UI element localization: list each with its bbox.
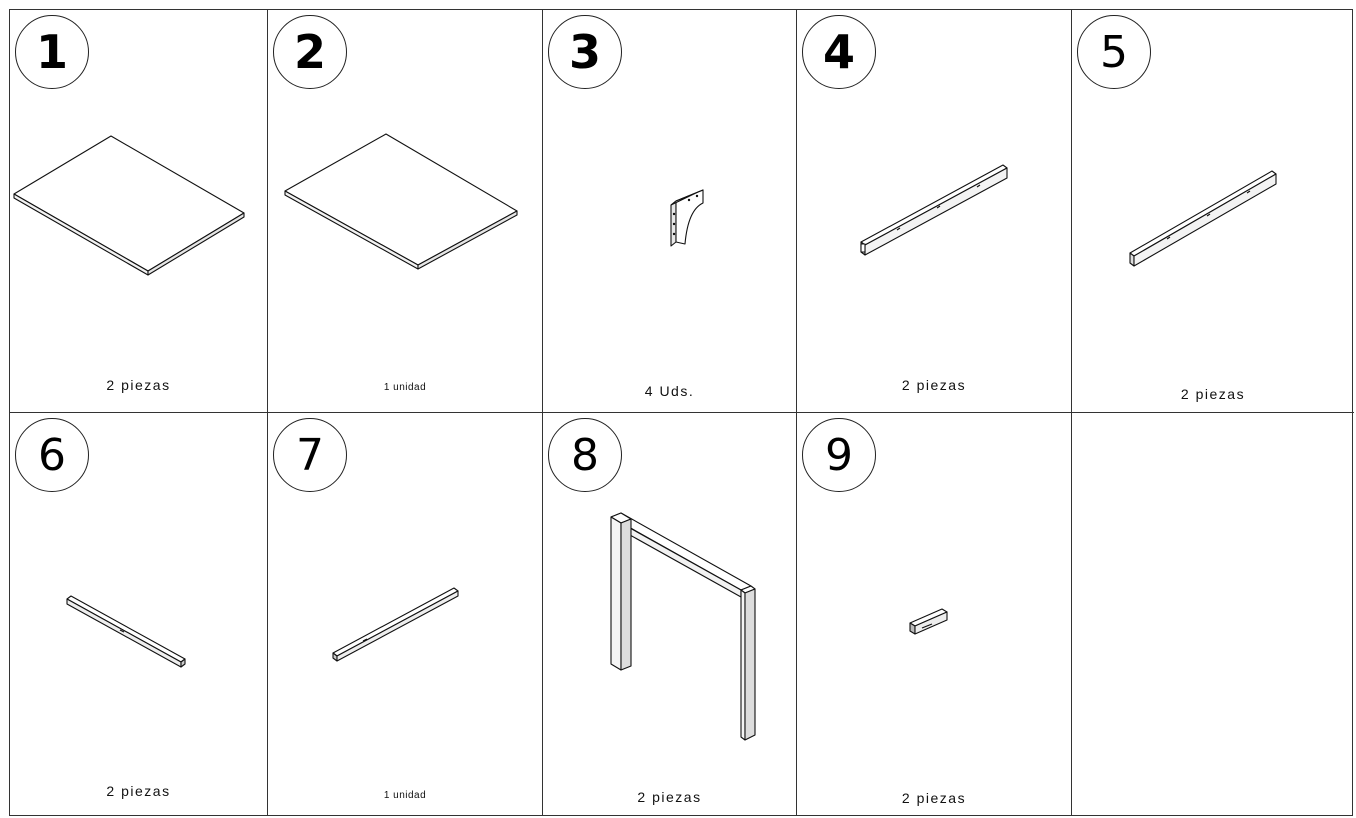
part-quantity-label: 1 unidad bbox=[383, 382, 427, 393]
part-cell-4: 4 2 piezas bbox=[797, 10, 1072, 413]
part-cell-3: 3 4 Uds. bbox=[543, 10, 797, 413]
corner-bracket-icon bbox=[670, 189, 704, 247]
part-number-badge: 9 bbox=[802, 418, 876, 492]
part-quantity-label: 1 unidad bbox=[383, 790, 427, 801]
part-number-badge: 1 bbox=[15, 15, 89, 89]
square-tube-beam-icon bbox=[1129, 170, 1277, 267]
part-cell-9: 9 2 piezas bbox=[797, 413, 1072, 816]
part-number-badge: 4 bbox=[802, 15, 876, 89]
part-quantity-label: 2 piezas bbox=[637, 789, 702, 805]
panel-board-icon bbox=[284, 133, 518, 270]
part-quantity-label: 2 piezas bbox=[1180, 386, 1246, 402]
part-number-badge: 3 bbox=[548, 15, 622, 89]
part-cell-6: 6 2 piezas bbox=[10, 413, 268, 816]
part-cell-5: 5 2 piezas bbox=[1072, 10, 1354, 413]
part-number-badge: 8 bbox=[548, 418, 622, 492]
part-quantity-label: 4 Uds. bbox=[644, 383, 695, 399]
empty-cell bbox=[1072, 413, 1354, 816]
parts-grid: 1 2 piezas 2 1 unidad 3 4 Uds. bbox=[9, 9, 1354, 816]
flat-bar-icon bbox=[66, 595, 186, 668]
part-number-badge: 5 bbox=[1077, 15, 1151, 89]
part-quantity-label: 2 piezas bbox=[106, 377, 171, 393]
square-tube-beam-icon bbox=[860, 164, 1008, 256]
part-cell-1: 1 2 piezas bbox=[10, 10, 268, 413]
leg-frame-icon bbox=[610, 512, 756, 741]
flat-bar-icon bbox=[332, 587, 459, 662]
small-connector-icon bbox=[909, 608, 948, 635]
part-number-badge: 2 bbox=[273, 15, 347, 89]
part-cell-8: 8 2 piezas bbox=[543, 413, 797, 816]
part-cell-7: 7 1 unidad bbox=[268, 413, 543, 816]
part-quantity-label: 2 piezas bbox=[106, 783, 171, 799]
part-number-badge: 7 bbox=[273, 418, 347, 492]
part-number-badge: 6 bbox=[15, 418, 89, 492]
part-cell-2: 2 1 unidad bbox=[268, 10, 543, 413]
part-quantity-label: 2 piezas bbox=[901, 790, 967, 806]
part-quantity-label: 2 piezas bbox=[901, 377, 967, 393]
panel-board-icon bbox=[13, 135, 245, 276]
